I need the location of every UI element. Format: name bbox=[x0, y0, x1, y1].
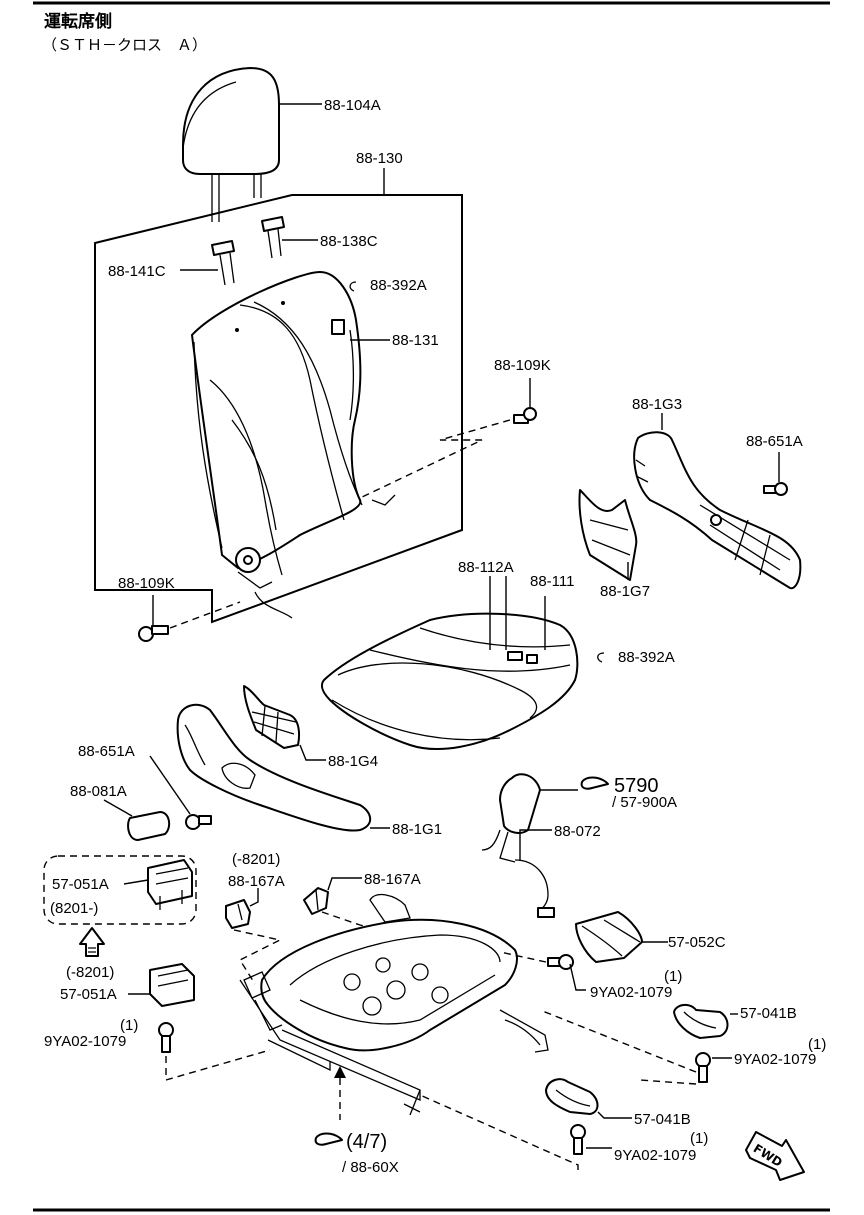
qty-1-a: (1) bbox=[120, 1017, 138, 1034]
cover-57-041B-b[interactable] bbox=[545, 1078, 599, 1115]
clip-57-051A-boxed[interactable] bbox=[147, 859, 193, 910]
label-88-1G1[interactable]: 88-1G1 bbox=[392, 821, 442, 838]
qty-1-b: (1) bbox=[664, 968, 682, 985]
label-8201-before-a[interactable]: (-8201) bbox=[232, 851, 280, 868]
clip-57-051A[interactable] bbox=[149, 963, 195, 1007]
label-88-111[interactable]: 88-111 bbox=[530, 573, 574, 590]
up-pointer-icon bbox=[334, 1066, 346, 1078]
label-88-1G7[interactable]: 88-1G7 bbox=[600, 583, 650, 600]
seatbelt-buckle[interactable] bbox=[481, 773, 555, 918]
label-88-138C[interactable]: 88-138C bbox=[320, 233, 378, 250]
cover-57-041B-a[interactable] bbox=[673, 1004, 729, 1039]
clip-top[interactable] bbox=[349, 281, 357, 292]
headrest[interactable] bbox=[182, 67, 280, 222]
screw-88-651A-left[interactable] bbox=[185, 814, 212, 830]
side-shield-88-1G1[interactable] bbox=[176, 703, 372, 832]
label-88-112A[interactable]: 88-112A bbox=[458, 559, 514, 576]
label-57-051A[interactable]: 57-051A bbox=[60, 986, 117, 1003]
seat-cushion[interactable] bbox=[321, 612, 579, 751]
recliner-cover-outer[interactable] bbox=[633, 431, 802, 590]
bolt-9YA02-1079-b[interactable] bbox=[547, 954, 574, 970]
label-9YA02-1079-c[interactable]: 9YA02-1079 bbox=[734, 1051, 816, 1068]
recliner-mechanism[interactable] bbox=[235, 547, 293, 619]
label-88-109K-right[interactable]: 88-109K bbox=[494, 357, 551, 374]
knob-88-081A[interactable] bbox=[127, 811, 171, 841]
recliner-cover-inner[interactable] bbox=[578, 489, 638, 581]
label-57-052C[interactable]: 57-052C bbox=[668, 934, 726, 951]
bolt-9YA02-1079-a[interactable] bbox=[158, 1022, 174, 1053]
screw-88-651A-right[interactable] bbox=[763, 482, 788, 496]
label-5790[interactable]: 5790 bbox=[614, 775, 659, 797]
label-88-392A-bottom[interactable]: 88-392A bbox=[618, 649, 675, 666]
label-9YA02-1079-d[interactable]: 9YA02-1079 bbox=[614, 1147, 696, 1164]
label-88-081A[interactable]: 88-081A bbox=[70, 783, 127, 800]
bracket-88-167A-left[interactable] bbox=[225, 899, 251, 929]
reference-hand-icon bbox=[580, 776, 609, 790]
label-88-60X[interactable]: / 88-60X bbox=[342, 1159, 399, 1176]
label-88-130[interactable]: 88-130 bbox=[356, 150, 403, 167]
cover-57-052C[interactable] bbox=[575, 911, 643, 963]
bracket-88-167A-right[interactable] bbox=[303, 887, 329, 915]
qty-1-c: (1) bbox=[808, 1036, 826, 1053]
label-57-900A[interactable]: / 57-900A bbox=[612, 794, 677, 811]
seatback-assembly-outline bbox=[94, 194, 463, 624]
diagram-title: 運転席側 bbox=[44, 11, 112, 32]
reference-hand-icon-lower bbox=[314, 1132, 343, 1146]
label-9YA02-1079-a[interactable]: 9YA02-1079 bbox=[44, 1033, 126, 1050]
bolt-9YA02-1079-d[interactable] bbox=[570, 1124, 586, 1155]
clip-bottom[interactable] bbox=[597, 652, 605, 663]
label-57-041B-b[interactable]: 57-041B bbox=[634, 1111, 691, 1128]
bolt-88-109K-left[interactable] bbox=[138, 625, 169, 642]
seat-frame-assembly[interactable] bbox=[239, 893, 549, 1116]
label-88-651A-right[interactable]: 88-651A bbox=[746, 433, 803, 450]
label-88-1G4[interactable]: 88-1G4 bbox=[328, 753, 378, 770]
forward-arrow-icon: FWD bbox=[745, 1131, 805, 1181]
label-4-7[interactable]: (4/7) bbox=[346, 1131, 387, 1153]
label-88-104A[interactable]: 88-104A bbox=[324, 97, 381, 114]
seatback-cushion[interactable] bbox=[191, 271, 396, 576]
label-88-109K-left[interactable]: 88-109K bbox=[118, 575, 175, 592]
diagram-subtitle: （ＳＴＨ－クロス Ａ） bbox=[42, 36, 207, 54]
label-88-131[interactable]: 88-131 bbox=[392, 332, 439, 349]
label-9YA02-1079-b[interactable]: 9YA02-1079 bbox=[590, 984, 672, 1001]
label-88-167A-a[interactable]: 88-167A bbox=[228, 873, 285, 890]
label-88-167A-b[interactable]: 88-167A bbox=[364, 871, 421, 888]
headrest-guide-free[interactable] bbox=[211, 240, 235, 286]
variant-group-box bbox=[43, 855, 197, 925]
label-88-072[interactable]: 88-072 bbox=[554, 823, 601, 840]
label-57-051A-boxed[interactable]: 57-051A bbox=[52, 876, 109, 893]
label-8201-after[interactable]: (8201-) bbox=[50, 900, 98, 917]
headrest-guide-lock[interactable] bbox=[261, 216, 285, 259]
bracket-cover-88-1G4[interactable] bbox=[243, 685, 300, 749]
label-8201-before-b[interactable]: (-8201) bbox=[66, 964, 114, 981]
label-88-392A-top[interactable]: 88-392A bbox=[370, 277, 427, 294]
qty-1-d: (1) bbox=[690, 1130, 708, 1147]
bolt-9YA02-1079-c[interactable] bbox=[695, 1052, 711, 1083]
label-88-141C[interactable]: 88-141C bbox=[108, 263, 166, 280]
up-arrow-icon bbox=[79, 927, 105, 957]
label-88-1G3[interactable]: 88-1G3 bbox=[632, 396, 682, 413]
label-88-651A-left[interactable]: 88-651A bbox=[78, 743, 135, 760]
label-57-041B-a[interactable]: 57-041B bbox=[740, 1005, 797, 1022]
bolt-88-109K-right[interactable] bbox=[513, 407, 537, 424]
